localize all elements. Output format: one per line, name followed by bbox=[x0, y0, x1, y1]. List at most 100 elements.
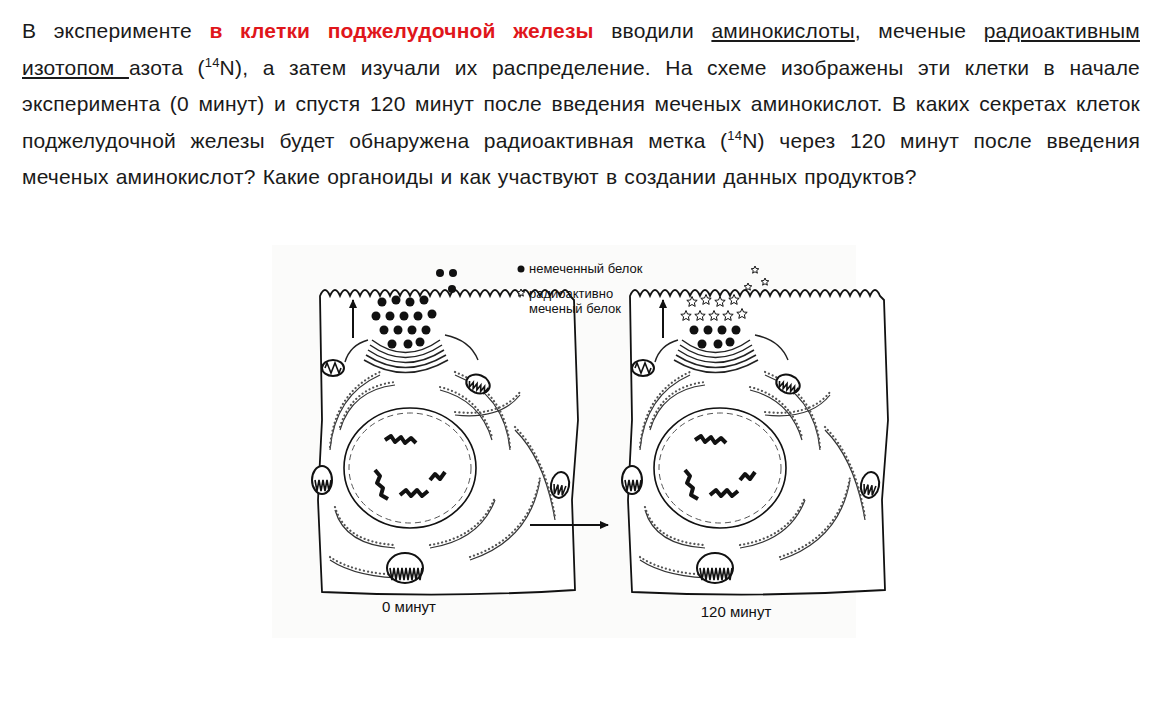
unlabelled-protein bbox=[436, 269, 444, 277]
mitochondrion bbox=[464, 371, 493, 396]
rough-er bbox=[470, 480, 540, 560]
nucleus bbox=[344, 408, 476, 528]
question-segment: вводили bbox=[594, 19, 712, 42]
unlabelled-protein bbox=[394, 326, 403, 335]
drawing-part bbox=[774, 371, 803, 396]
labelled-protein bbox=[687, 297, 697, 307]
labelled-protein bbox=[695, 311, 705, 321]
unlabelled-protein bbox=[392, 296, 401, 305]
nucleus bbox=[654, 408, 786, 528]
cell-membrane bbox=[318, 290, 578, 595]
drawing-part bbox=[390, 568, 422, 580]
drawing-part bbox=[322, 360, 344, 376]
golgi-cisterna bbox=[682, 340, 750, 353]
ribosomes bbox=[645, 507, 705, 545]
rough-er bbox=[515, 430, 555, 520]
labelled-protein bbox=[701, 295, 711, 305]
unlabelled-protein bbox=[448, 285, 456, 293]
ribosomes bbox=[335, 507, 395, 545]
chromatin bbox=[400, 490, 428, 496]
ribosomes bbox=[740, 497, 805, 545]
golgi-cisterna bbox=[445, 335, 478, 360]
drawing-part bbox=[859, 471, 881, 500]
rough-er bbox=[780, 480, 850, 560]
unlabelled-protein bbox=[414, 312, 423, 321]
rough-er bbox=[740, 500, 805, 548]
unlabelled-protein bbox=[420, 296, 429, 305]
secretion-arrow bbox=[352, 300, 354, 338]
mitochondrion bbox=[312, 466, 332, 494]
question-segment: В эксперименте bbox=[22, 19, 209, 42]
rough-er bbox=[825, 430, 865, 520]
drawing-part bbox=[325, 363, 341, 373]
time-label: 0 минут bbox=[382, 598, 436, 615]
time-arrow bbox=[530, 524, 608, 526]
mitochondrion bbox=[859, 471, 881, 500]
unlabelled-protein bbox=[428, 310, 437, 319]
ribosomes bbox=[780, 477, 850, 557]
unlabelled-protein bbox=[704, 326, 713, 335]
chromatin bbox=[695, 436, 726, 443]
labelled-protein bbox=[729, 295, 739, 305]
chromatin bbox=[740, 472, 755, 480]
labelled-protein bbox=[761, 278, 769, 285]
golgi-cisterna bbox=[372, 340, 440, 353]
drawing-part bbox=[777, 381, 798, 393]
labelled-protein bbox=[715, 297, 725, 307]
rough-er bbox=[430, 500, 495, 548]
question-segment: , меченые bbox=[855, 19, 984, 42]
drawing-part bbox=[862, 484, 876, 496]
chromatin bbox=[710, 490, 738, 496]
ribosomes bbox=[515, 427, 555, 517]
unlabelled-protein bbox=[718, 326, 727, 335]
drawing-part bbox=[625, 480, 641, 491]
ribosomes bbox=[640, 372, 690, 447]
labelled-protein bbox=[709, 311, 719, 321]
unlabelled-protein bbox=[698, 340, 707, 349]
drawing-part bbox=[315, 480, 331, 491]
pancreatic-cell bbox=[622, 266, 888, 595]
mitochondrion bbox=[322, 360, 344, 376]
rough-er bbox=[640, 375, 690, 450]
unlabelled-protein bbox=[378, 298, 387, 307]
mitochondrion bbox=[549, 471, 571, 500]
ribosomes bbox=[455, 392, 520, 413]
golgi-cisterna bbox=[364, 360, 448, 373]
ribosomes bbox=[340, 382, 395, 427]
drawing-part bbox=[549, 471, 571, 500]
question-text: В эксперименте в клетки поджелудочной же… bbox=[22, 13, 1140, 196]
unlabelled-protein bbox=[406, 298, 415, 307]
pancreatic-cell bbox=[312, 269, 578, 595]
golgi-cisterna bbox=[678, 350, 754, 363]
legend-text: радиоактивно меченый белок bbox=[529, 286, 639, 316]
drawing-part bbox=[622, 466, 642, 494]
question-segment: в клетки поджелудочной железы bbox=[209, 19, 593, 42]
unlabelled-protein bbox=[422, 326, 431, 335]
unlabelled-protein bbox=[732, 326, 741, 335]
mitochondrion bbox=[387, 553, 423, 583]
legend-dot bbox=[518, 266, 525, 273]
drawing-part bbox=[312, 466, 332, 494]
rough-er bbox=[330, 375, 380, 450]
mitochondrion bbox=[632, 360, 654, 376]
nuclear-envelope bbox=[349, 413, 471, 523]
drawing-part bbox=[632, 360, 654, 376]
isotope-mass: 14 bbox=[205, 55, 220, 70]
mitochondrion bbox=[774, 371, 803, 396]
unlabelled-protein bbox=[388, 340, 397, 349]
mitochondrion bbox=[697, 553, 733, 583]
secretion-arrow bbox=[662, 300, 664, 338]
rough-er bbox=[335, 510, 395, 548]
unlabelled-protein bbox=[714, 340, 723, 349]
unlabelled-protein bbox=[386, 312, 395, 321]
golgi-cisterna bbox=[368, 350, 444, 363]
drawing-part bbox=[697, 553, 733, 583]
time-label: 120 минут bbox=[701, 603, 772, 620]
drawing-part bbox=[552, 484, 566, 496]
golgi-cisterna bbox=[655, 340, 678, 362]
golgi-cisterna bbox=[366, 355, 446, 368]
golgi-cisterna bbox=[674, 360, 758, 373]
rough-er bbox=[645, 510, 705, 548]
labelled-protein bbox=[744, 283, 752, 290]
golgi-cisterna bbox=[676, 355, 756, 368]
